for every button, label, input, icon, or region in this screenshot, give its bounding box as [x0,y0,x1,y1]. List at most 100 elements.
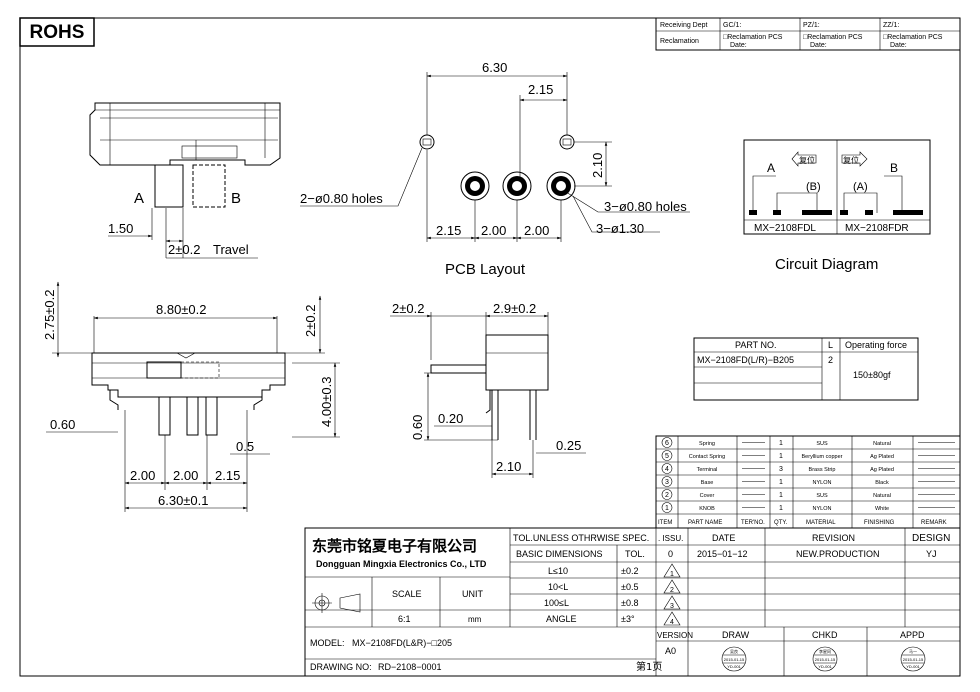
bom-item-circle [661,502,673,513]
approval-stamps: 吴良 2015-01-15 YD-001 李星冈 2015-01-15 YD-0… [721,646,926,672]
part-table-h-l: L [828,340,833,350]
end-dim-060: 0.60 [410,415,425,440]
title-block: 东莞市铭夏电子有限公司 Dongguan Mingxia Electronics… [304,527,961,677]
circuit-diagram: MX−2108FDL MX−2108FDR A (B) 复位 B (A) 复位 … [743,139,931,273]
bom-item-no: 5 [665,453,669,460]
part-table: PART NO. L Operating force MX−2108FD(L/R… [693,337,919,401]
bom-qty: 1 [779,453,783,460]
bom-part-name: Spring [699,441,715,447]
bom-part-name: Terminal [697,467,718,473]
bom-item-no: 4 [665,466,669,473]
end-dim-2: 2±0.2 [392,301,424,316]
basic-dim-label: BASIC DIMENSIONS [516,549,603,559]
pcb-dim-215-top: 2.15 [528,82,553,97]
tri-3: 3 [670,603,674,610]
front-pitch-2: 2.00 [173,468,198,483]
part-table-part-no: MX−2108FD(L/R)−B205 [697,355,794,365]
bom-finishing: Black [875,480,889,486]
unit-label: UNIT [462,589,483,599]
design-label: DESIGN [912,533,950,544]
bom-finishing: Ag Plated [870,454,894,460]
draw-stamp: 吴良 2015-01-15 YD-001 [721,646,747,672]
end-dim-025: 0.25 [556,438,581,453]
company-en: Dongguan Mingxia Electronics Co., LTD [316,559,487,569]
bom-material: NYLON [813,480,832,486]
bom-h-ter: TER'NO. [741,520,765,526]
end-dim-29: 2.9±0.2 [493,301,536,316]
front-view: 2.75±0.2 8.80±0.2 2±0.2 4.00±0.3 0.60 0.… [42,281,340,512]
rohs-badge: ROHS [19,17,95,47]
bom-material: NYLON [813,506,832,512]
circuit-label-a-paren: (A) [853,181,868,193]
bom-qty: 1 [779,492,783,499]
tol-range-1: L≤10 [548,566,568,576]
front-dim-880: 8.80±0.2 [156,302,207,317]
bom-finishing: Natural [873,441,891,447]
pcb-layout: 6.30 2.15 2.10 2−ø0.80 holes 3−ø0.80 hol… [300,60,690,278]
tol-label: TOL. [625,549,645,559]
front-dim-630: 6.30±0.1 [158,493,209,508]
pcb-holes-130: 3−ø1.30 [596,221,644,236]
part-table-h-force: Operating force [845,340,907,350]
bom-qty: 1 [779,479,783,486]
tri-2: 2 [670,587,674,594]
bom-h-item: ITEM [658,520,672,526]
pcb-dim-a: 2.15 [436,223,461,238]
pcb-dim-210: 2.10 [590,153,605,178]
projection-symbol [312,593,361,613]
stamp-1-top: 吴良 [730,648,738,654]
gc-code: GC/1: [723,22,741,29]
pcb-dim-630: 6.30 [482,60,507,75]
tol-range-3: 100≤L [544,598,569,608]
bom-h-qty: QTY. [774,520,788,526]
part-table-l: 2 [828,355,833,365]
stamp-1-date: 2015-01-15 [724,657,745,662]
rev-date: 2015−01−12 [697,549,748,559]
tol-val-2: ±0.5 [621,582,638,592]
gc-reclamation: □Reclamation PCS [723,34,783,41]
bom-item-circle [661,476,673,487]
zz-code: ZZ/1: [883,22,899,29]
chkd-label: CHKD [812,630,838,640]
tol-range-4: ANGLE [546,614,577,624]
circuit-part-left: MX−2108FDL [754,223,816,234]
issu-label: . ISSU. [658,534,683,543]
stamp-2-bottom: YD-001 [818,664,832,669]
circuit-label-a: A [767,161,775,175]
front-pitch-1: 2.00 [130,468,155,483]
tol-range-2: 10<L [548,582,568,592]
bom-material: Brass Strip [809,467,836,473]
bom-item-circle [661,463,673,474]
bom-item-circle [661,437,673,448]
bom-item-no: 6 [665,440,669,447]
revision-triangles: 1 2 3 4 [663,563,681,626]
model-value: MX−2108FD(L&R)−□205 [352,638,452,648]
stamp-3-date: 2015-01-15 [903,657,924,662]
front-dim-2: 2±0.2 [303,305,318,337]
pcb-holes-right: 3−ø0.80 holes [604,199,687,214]
bom-h-mat: MATERIAL [806,520,836,526]
end-dim-020: 0.20 [438,411,463,426]
side-dim-150: 1.50 [108,221,133,236]
circuit-label-b: B [890,161,898,175]
pz-reclamation: □Reclamation PCS [803,34,863,41]
front-dim-275: 2.75±0.2 [42,289,57,340]
circuit-label-b-paren: (B) [806,181,821,193]
bom-h-name: PART NAME [688,520,722,526]
front-pitch-3: 2.15 [215,468,240,483]
end-dim-210: 2.10 [496,459,521,474]
stamp-2-top: 李星冈 [819,648,831,654]
pcb-dim-b: 2.00 [481,223,506,238]
bom-material: SUS [816,441,828,447]
bom-qty: 1 [779,440,783,447]
receiving-table: Receiving Dept Reclamation GC/1: □Reclam… [655,17,961,51]
reclamation-label: Reclamation [660,38,699,45]
bom-part-name: Cover [700,493,715,499]
revision-label: REVISION [812,533,855,543]
bom-finishing: Ag Plated [870,467,894,473]
